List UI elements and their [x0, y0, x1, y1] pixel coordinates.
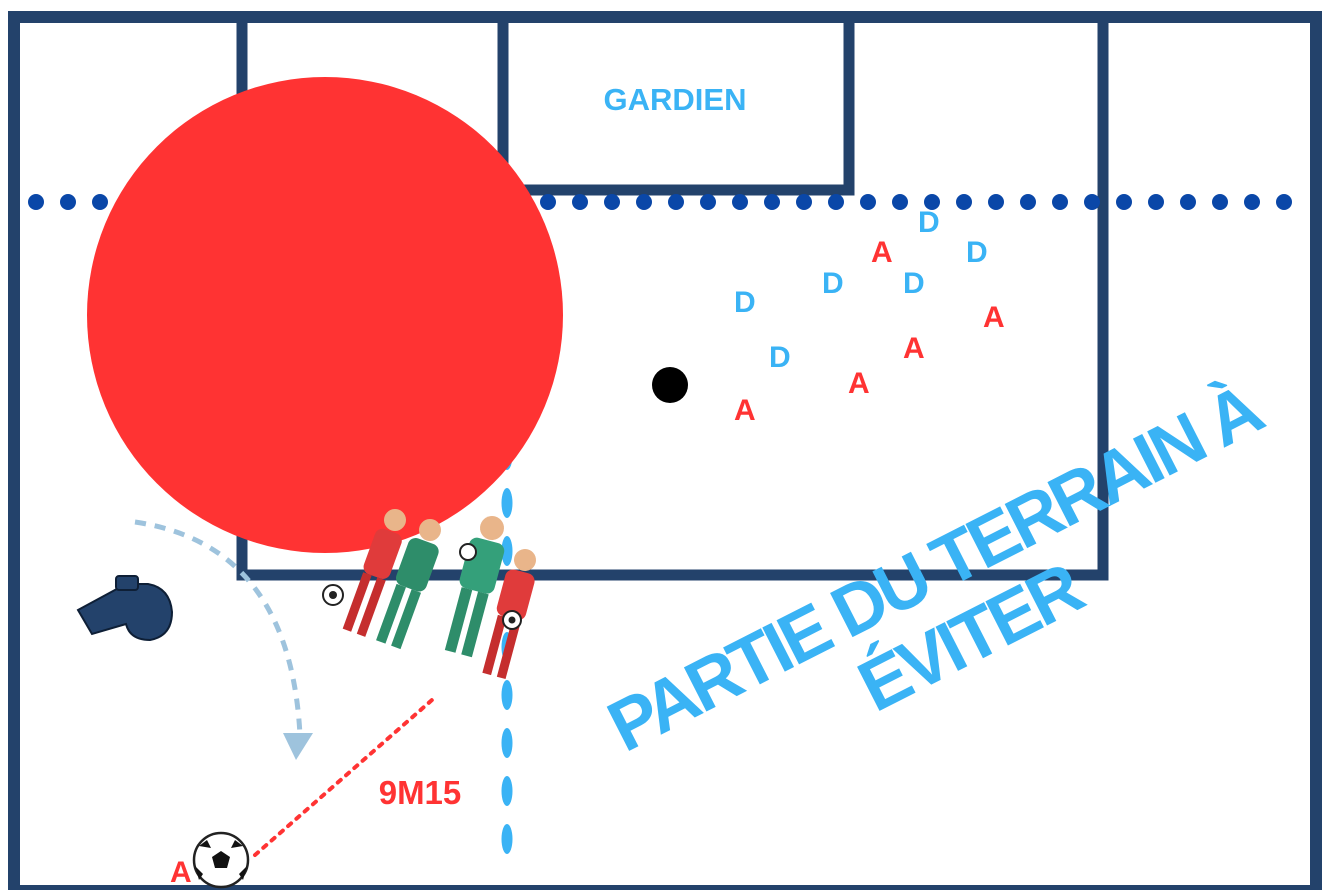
- avoid-zone-line1: PARTIE DU TERRAIN À: [596, 368, 1275, 767]
- dotted-line-dot: [28, 194, 44, 210]
- defender-marker: D: [918, 206, 940, 239]
- dotted-line-dot: [1084, 194, 1100, 210]
- dotted-line-dot: [796, 194, 812, 210]
- dotted-line-dot: [92, 194, 108, 210]
- wall-line-dash: [502, 728, 513, 758]
- dotted-line-dot: [764, 194, 780, 210]
- dotted-line-dot: [828, 194, 844, 210]
- dotted-line-dot: [60, 194, 76, 210]
- attacker-marker: A: [903, 332, 925, 365]
- dotted-line-dot: [572, 194, 588, 210]
- dotted-line-dot: [540, 194, 556, 210]
- dotted-line-dot: [1116, 194, 1132, 210]
- dotted-line-dot: [604, 194, 620, 210]
- dotted-line-dot: [1052, 194, 1068, 210]
- goalkeeper-zone-label: GARDIEN: [604, 82, 747, 117]
- wall-line-dash: [502, 488, 513, 518]
- attacker-marker: A: [848, 367, 870, 400]
- dotted-line-dot: [860, 194, 876, 210]
- dotted-line-dot: [700, 194, 716, 210]
- wall-line-dash: [502, 680, 513, 710]
- defender-marker: D: [966, 236, 988, 269]
- penalty-spot: [652, 367, 688, 403]
- defender-marker: D: [822, 267, 844, 300]
- defender-marker: D: [903, 267, 925, 300]
- dotted-line-dot: [956, 194, 972, 210]
- attacker-marker: A: [734, 394, 756, 427]
- dotted-line-dot: [1212, 194, 1228, 210]
- dotted-line-dot: [1020, 194, 1036, 210]
- dotted-line-dot: [732, 194, 748, 210]
- attacker-marker: A: [983, 301, 1005, 334]
- wall-line-dash: [502, 776, 513, 806]
- curved-arrow-icon: [135, 522, 313, 760]
- dotted-line-dot: [1148, 194, 1164, 210]
- attacker-marker: A: [871, 236, 893, 269]
- defenders: D D D D D D: [734, 206, 988, 374]
- attacker-marker: A: [170, 856, 192, 889]
- dotted-line-dot: [636, 194, 652, 210]
- wall-line-dash: [502, 824, 513, 854]
- avoid-zone-label: PARTIE DU TERRAIN À ÉVITER: [596, 368, 1311, 836]
- soccer-ball-icon: [194, 833, 248, 887]
- distance-label: 9M15: [379, 774, 462, 811]
- forbidden-zone-circle: [87, 77, 563, 553]
- dotted-line-dot: [668, 194, 684, 210]
- whistle-icon: [78, 576, 172, 640]
- dotted-line-dot: [1180, 194, 1196, 210]
- defender-marker: D: [734, 286, 756, 319]
- dotted-line-dot: [892, 194, 908, 210]
- dotted-line-dot: [988, 194, 1004, 210]
- dotted-line-dot: [1244, 194, 1260, 210]
- defender-marker: D: [769, 341, 791, 374]
- dotted-line-dot: [1276, 194, 1292, 210]
